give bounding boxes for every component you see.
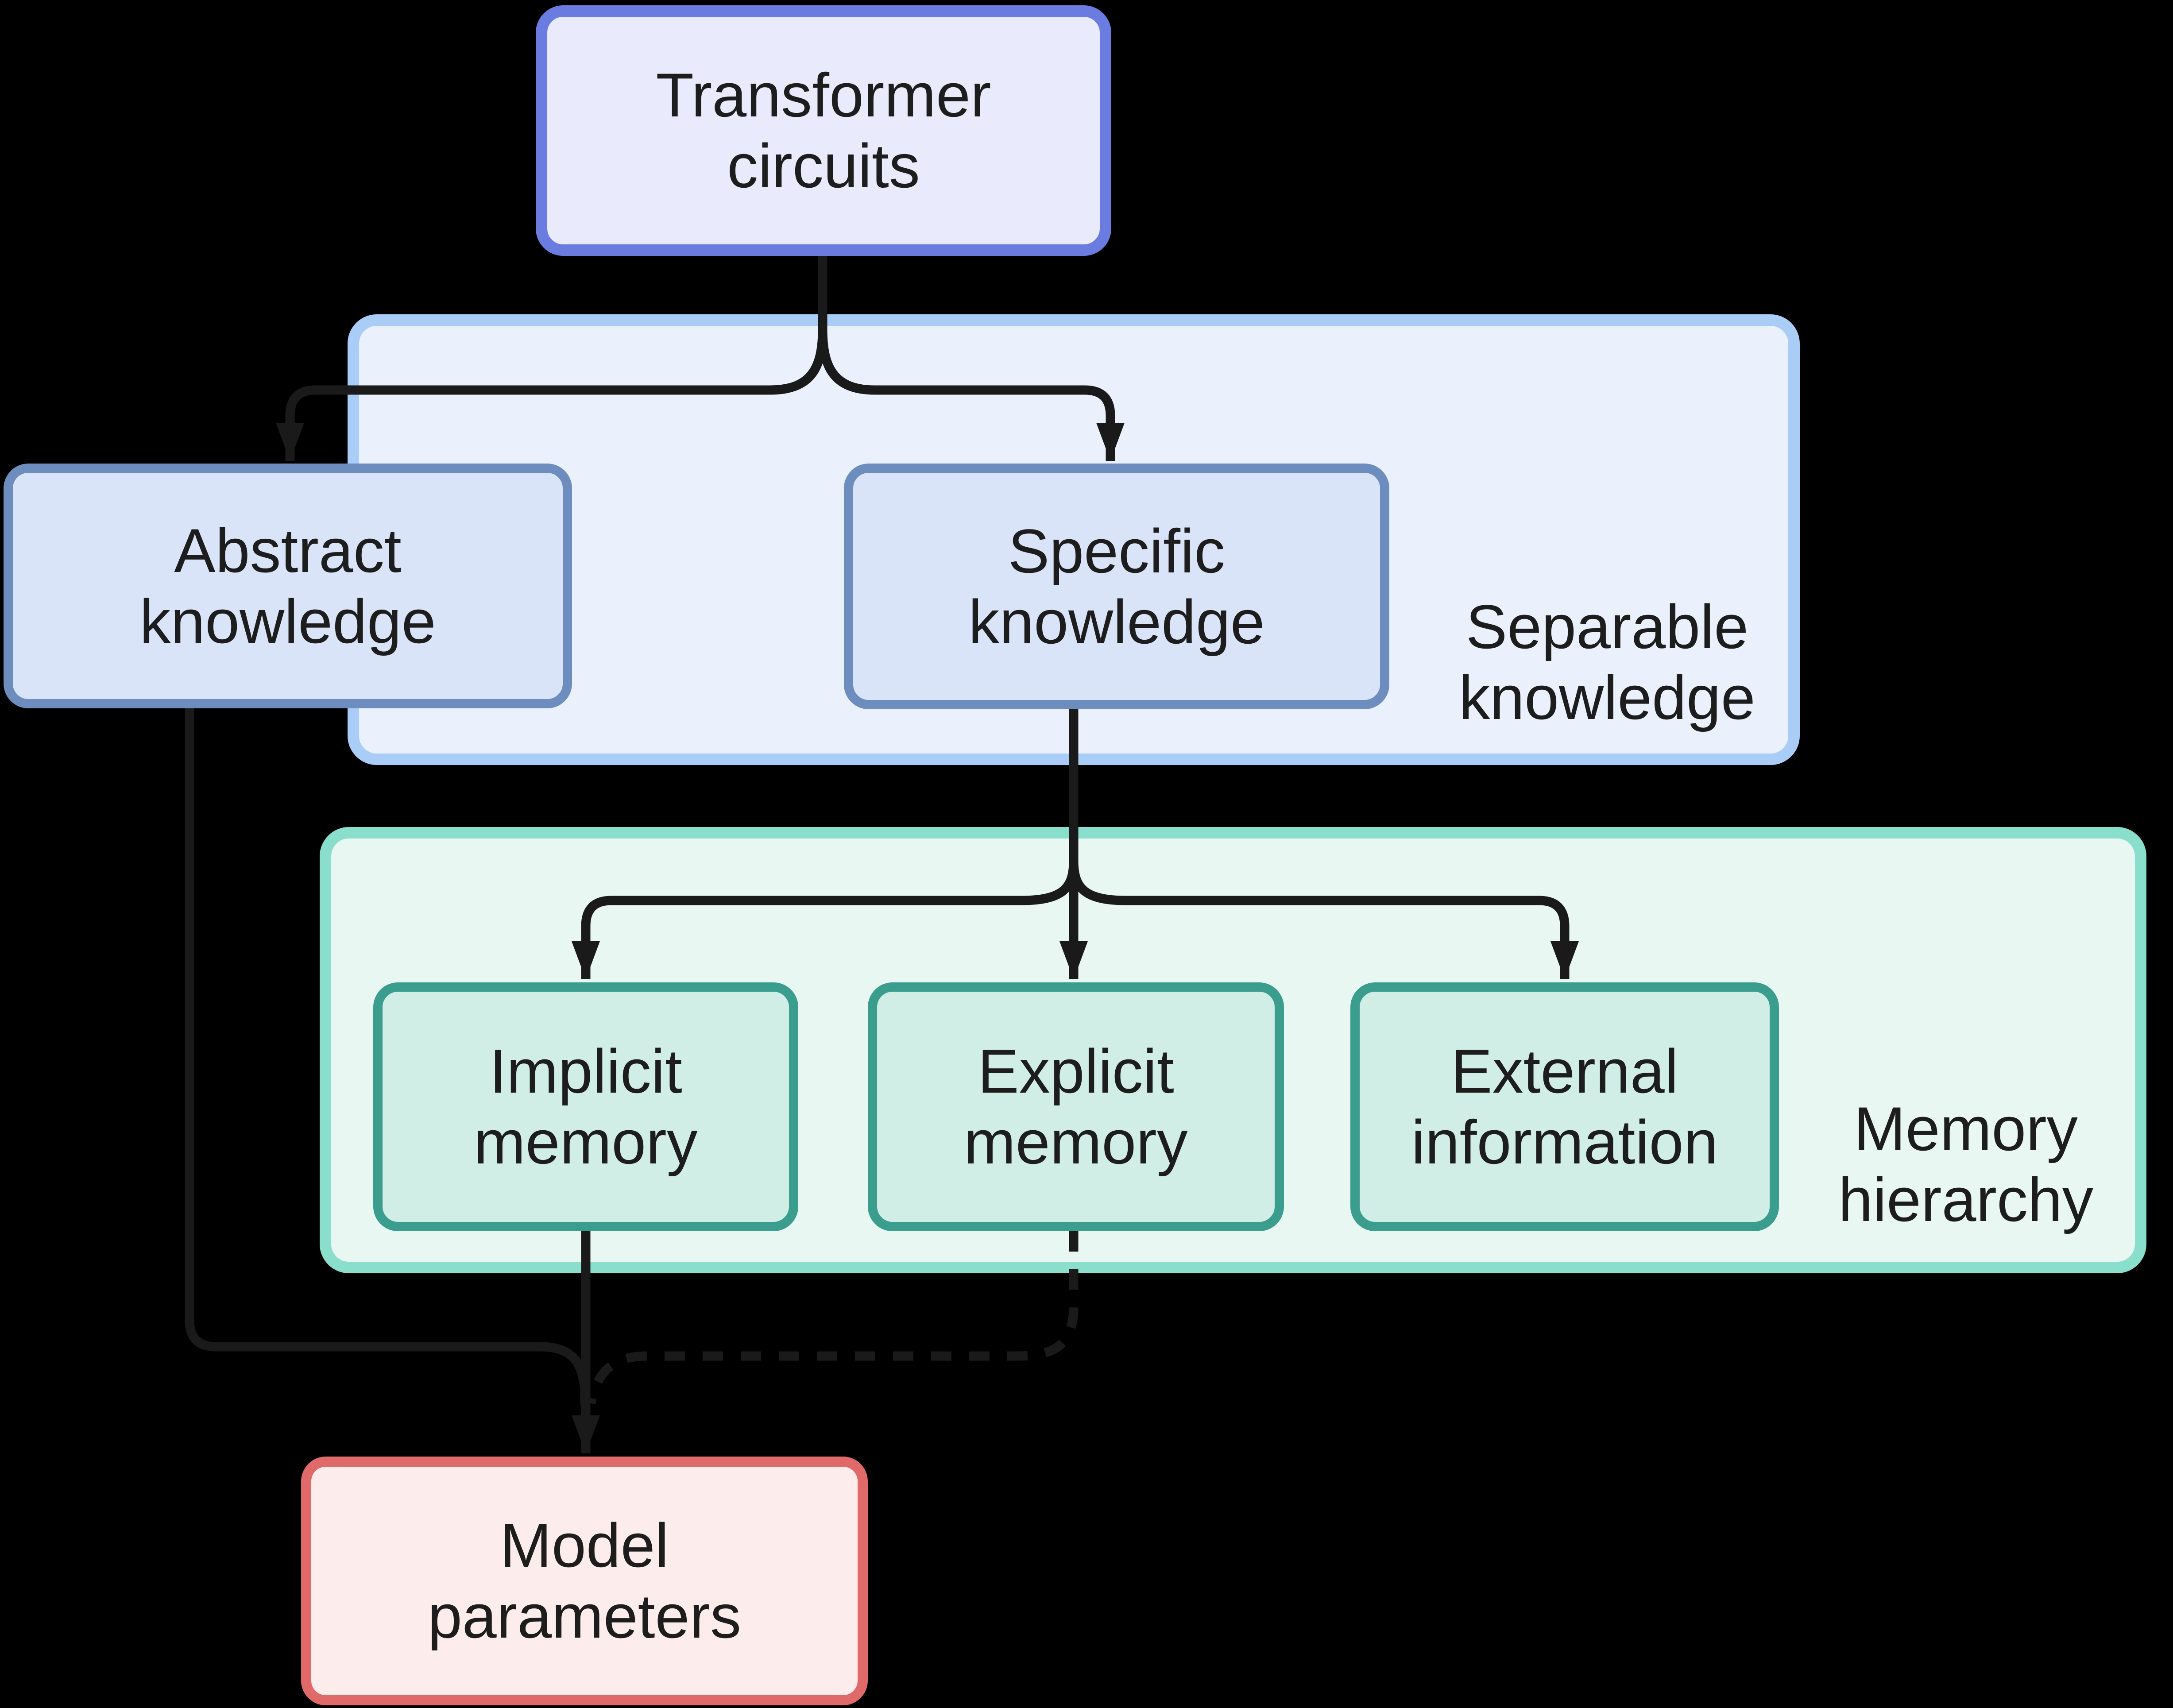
group-label-text: Separable knowledge: [1459, 592, 1755, 732]
node-explicit-memory: Explicit memory: [868, 982, 1284, 1231]
edge-specific-to-implicit: [572, 708, 1079, 979]
node-implicit-memory: Implicit memory: [373, 982, 798, 1231]
node-label: Explicit memory: [964, 1036, 1188, 1177]
node-label: Transformer circuits: [656, 60, 991, 201]
node-label: Model parameters: [427, 1511, 742, 1651]
node-label: External information: [1411, 1036, 1718, 1177]
group-label-text: Memory hierarchy: [1838, 1094, 2093, 1234]
edge-transformer-to-abstract: [276, 256, 827, 461]
node-label: Abstract knowledge: [139, 515, 436, 656]
node-model-parameters: Model parameters: [301, 1457, 868, 1705]
node-specific-knowledge: Specific knowledge: [844, 464, 1389, 709]
node-external-information: External information: [1350, 982, 1779, 1231]
node-label: Implicit memory: [474, 1036, 698, 1177]
node-abstract-knowledge: Abstract knowledge: [4, 464, 572, 708]
group-label-memory-hierarchy: Memory hierarchy: [1786, 1063, 2145, 1266]
edge-specific-to-external: [1069, 708, 1579, 979]
group-label-separable-knowledge: Separable knowledge: [1408, 560, 1806, 764]
edge-explicit-to-model-dashed: [586, 1231, 1079, 1404]
node-label: Specific knowledge: [968, 516, 1265, 657]
edge-transformer-to-specific: [818, 256, 1125, 461]
node-transformer-circuits: Transformer circuits: [536, 5, 1111, 256]
